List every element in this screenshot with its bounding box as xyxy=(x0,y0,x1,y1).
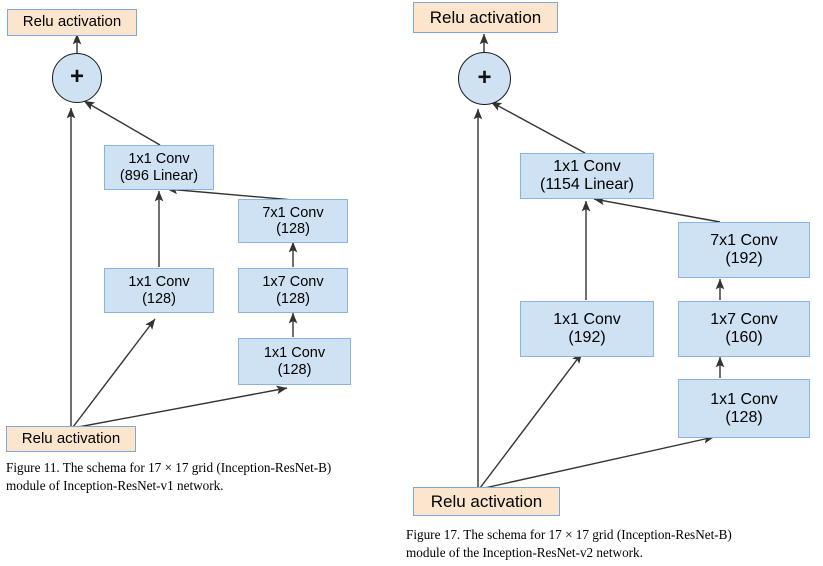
edge-relu-bottom-to-branchB xyxy=(72,385,288,429)
node-conv-1x1-128-branch-a[interactable]: 1x1 Conv (128) xyxy=(104,268,214,313)
figure-17-connector-layer xyxy=(473,33,725,490)
node-label-line1: 7x1 Conv xyxy=(710,232,778,250)
node-label-line1: 1x1 Conv xyxy=(128,151,190,168)
node-relu-activation-top[interactable]: Relu activation xyxy=(413,2,558,33)
node-label-line1: 1x1 Conv xyxy=(553,158,621,176)
caption-line-2: module of the Inception-ResNet-v2 networ… xyxy=(406,544,643,560)
edge-relu-bottom-to-branchA xyxy=(479,352,583,489)
node-conv-1x1-192-branch-a[interactable]: 1x1 Conv (192) xyxy=(520,301,654,357)
node-label-line2: (128) xyxy=(142,290,176,307)
node-relu-activation-bottom[interactable]: Relu activation xyxy=(413,487,560,516)
edge-branchB-to-proj xyxy=(166,185,294,201)
node-relu-activation-top[interactable]: Relu activation xyxy=(7,9,137,36)
node-label-line1: 1x1 Conv xyxy=(263,345,326,362)
node-label-line2: (192) xyxy=(725,250,763,267)
node-conv-1x1-128-branch-b[interactable]: 1x1 Conv (128) xyxy=(238,338,351,385)
caption-line-2: module of Inception-ResNet-v1 network. xyxy=(6,477,224,493)
node-label-line1: 1x1 Conv xyxy=(710,390,778,408)
edge-relu-bottom-to-branchA xyxy=(72,318,156,428)
node-relu-activation-bottom[interactable]: Relu activation xyxy=(6,426,136,452)
plus-icon: + xyxy=(477,63,492,91)
figure-17-panel: Relu activation + 1x1 Conv (1154 Linear)… xyxy=(400,0,823,566)
edge-proj-to-sum xyxy=(83,100,161,146)
node-label-line2: (160) xyxy=(725,329,763,346)
node-label-line2: (192) xyxy=(568,329,606,346)
node-label-line2: (128) xyxy=(725,408,763,426)
node-conv-1x1-128-branch-b[interactable]: 1x1 Conv (128) xyxy=(678,379,810,438)
node-conv-1x7-128[interactable]: 1x7 Conv (128) xyxy=(238,268,348,313)
node-conv-7x1-128[interactable]: 7x1 Conv (128) xyxy=(238,199,348,243)
edge-relu-bottom-to-branchB xyxy=(479,435,715,490)
edge-proj-to-sum xyxy=(490,101,586,154)
node-label-line2: (896 Linear) xyxy=(119,167,199,184)
plus-icon: + xyxy=(69,63,84,90)
node-label-line2: (128) xyxy=(276,290,310,307)
figure-17-caption: Figure 17. The schema for 17 × 17 grid (… xyxy=(406,526,823,561)
node-label-line2: (128) xyxy=(277,361,312,378)
node-label-line1: 1x7 Conv xyxy=(262,274,324,291)
figure-11-connector-layer xyxy=(66,33,298,429)
node-label-line1: 7x1 Conv xyxy=(262,204,324,221)
node-residual-sum[interactable]: + xyxy=(458,52,511,105)
node-conv-1x1-1154-linear[interactable]: 1x1 Conv (1154 Linear) xyxy=(520,153,654,199)
node-residual-sum[interactable]: + xyxy=(52,53,102,103)
node-label-line2: (1154 Linear) xyxy=(540,176,634,193)
caption-line-1: Figure 17. The schema for 17 × 17 grid (… xyxy=(406,527,732,542)
edge-branchB-to-proj xyxy=(593,196,721,223)
node-label: Relu activation xyxy=(429,7,542,27)
node-label: Relu activation xyxy=(21,429,121,447)
node-conv-7x1-192[interactable]: 7x1 Conv (192) xyxy=(678,222,810,278)
node-label-line1: 1x7 Conv xyxy=(710,311,778,329)
node-label-line1: 1x1 Conv xyxy=(128,274,190,291)
node-conv-1x7-160[interactable]: 1x7 Conv (160) xyxy=(678,301,810,357)
node-label: Relu activation xyxy=(22,13,122,31)
caption-line-1: Figure 11. The schema for 17 × 17 grid (… xyxy=(6,460,332,475)
figure-11-panel: Relu activation + 1x1 Conv (896 Linear) … xyxy=(0,0,400,510)
node-label-line1: 1x1 Conv xyxy=(553,311,621,329)
node-label: Relu activation xyxy=(430,491,543,511)
node-conv-1x1-896-linear[interactable]: 1x1 Conv (896 Linear) xyxy=(104,145,214,190)
figure-11-caption: Figure 11. The schema for 17 × 17 grid (… xyxy=(6,459,392,494)
node-label-line2: (128) xyxy=(276,221,310,237)
